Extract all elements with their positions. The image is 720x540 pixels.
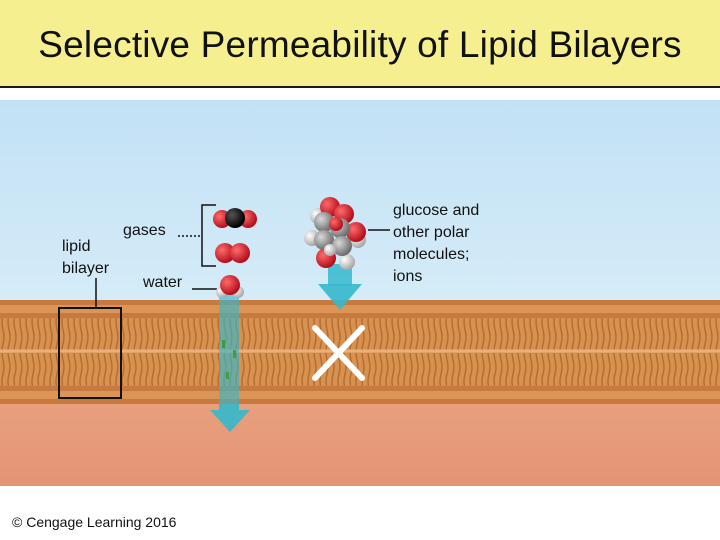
glucose-label: glucose and other polar molecules; ions <box>393 200 523 288</box>
water-molecule <box>216 275 244 298</box>
membrane-figure <box>0 100 720 486</box>
glucose-label-line1: glucose and <box>393 202 480 219</box>
glucose-molecule <box>304 197 366 270</box>
copyright-notice: © Cengage Learning 2016 <box>12 514 177 530</box>
glucose-label-line2: other polar <box>393 224 470 241</box>
lipid-bilayer-label-line1: lipid <box>62 238 91 255</box>
page-title: Selective Permeability of Lipid Bilayers <box>38 24 682 65</box>
gases-water-bracket <box>201 204 216 267</box>
lipid-bilayer-label-line2: bilayer <box>62 260 110 277</box>
water-label: water <box>143 274 183 291</box>
lipid-bilayer-label: lipid bilayer <box>62 236 109 280</box>
carbon-dioxide-molecule <box>213 208 257 228</box>
permeable-arrow <box>210 292 250 432</box>
oxygen-molecule <box>215 243 250 263</box>
aqueous-region-bottom <box>0 400 720 486</box>
bilayer-bracket-box <box>58 307 122 399</box>
lipid-bilayer <box>0 300 720 404</box>
blocked-cross-mark <box>312 325 365 381</box>
glucose-label-line4: ions <box>393 268 423 285</box>
glucose-label-line3: molecules; <box>393 246 470 263</box>
gases-label: gases <box>123 222 166 239</box>
title-banner: Selective Permeability of Lipid Bilayers <box>0 0 720 88</box>
aqueous-region-top <box>0 100 720 310</box>
